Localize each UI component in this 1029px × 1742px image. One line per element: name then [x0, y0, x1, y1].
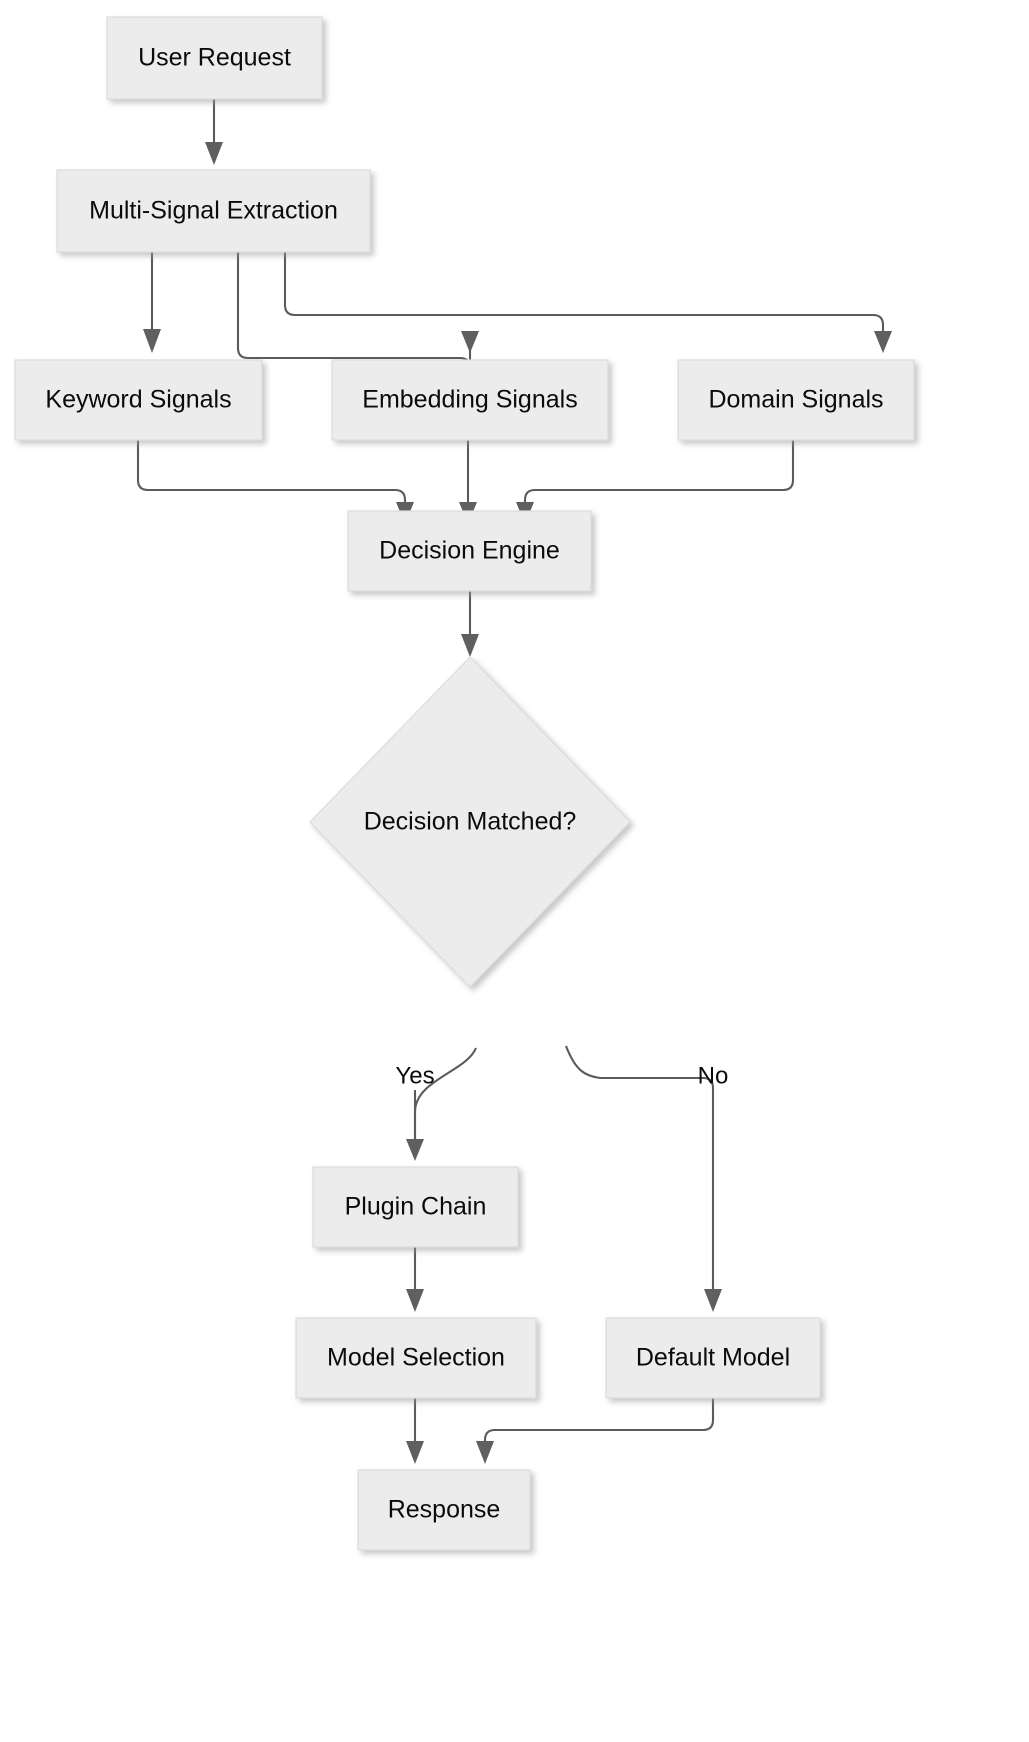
- node-response-shape[interactable]: [357, 1469, 531, 1551]
- node-embedding-signals-shape[interactable]: [331, 359, 609, 441]
- node-model-selection[interactable]: Model Selection: [295, 1317, 537, 1399]
- edge-plugin-chain-to-model-selection: [406, 1247, 424, 1312]
- node-plugin-chain-shape[interactable]: [312, 1166, 519, 1248]
- edge-multi-signal-extraction-to-domain-signals: [283, 252, 892, 353]
- node-keyword-signals[interactable]: Keyword Signals: [14, 359, 263, 441]
- node-embedding-signals[interactable]: Embedding Signals: [331, 359, 609, 441]
- node-user-request-label: User Request: [138, 44, 291, 72]
- node-user-request-shape[interactable]: [106, 16, 323, 100]
- node-multi-signal-extraction[interactable]: Multi-Signal Extraction: [56, 169, 371, 253]
- node-model-selection-label: Model Selection: [327, 1344, 505, 1372]
- node-decision-engine-shape[interactable]: [347, 510, 592, 592]
- node-decision-matched-shape[interactable]: [309, 656, 631, 988]
- edge-user-request-to-multi-signal-extraction: [205, 98, 223, 165]
- node-plugin-chain[interactable]: Plugin Chain: [312, 1166, 519, 1248]
- edge-label-layer: Yes No: [395, 1062, 728, 1089]
- edge-model-selection-to-response: [406, 1398, 424, 1464]
- edge-label-no: No: [698, 1062, 729, 1089]
- edge-decision-matched-to-default-model: [565, 1045, 722, 1312]
- edge-multi-signal-extraction-to-keyword-signals: [143, 252, 161, 353]
- node-decision-engine-label: Decision Engine: [379, 537, 560, 565]
- edge-decision-engine-to-decision-matched: [461, 591, 479, 657]
- node-decision-matched[interactable]: Decision Matched?: [309, 656, 631, 988]
- node-model-selection-shape[interactable]: [295, 1317, 537, 1399]
- node-decision-matched-label: Decision Matched?: [364, 808, 577, 836]
- node-user-request[interactable]: User Request: [106, 16, 323, 100]
- node-decision-engine[interactable]: Decision Engine: [347, 510, 592, 592]
- node-keyword-signals-label: Keyword Signals: [45, 386, 231, 414]
- edge-decision-matched-to-plugin-chain: [406, 1047, 477, 1161]
- node-domain-signals[interactable]: Domain Signals: [677, 359, 915, 441]
- edge-multi-signal-extraction-to-embedding-signals: [236, 252, 479, 370]
- node-domain-signals-shape[interactable]: [677, 359, 915, 441]
- edge-default-model-to-response: [476, 1398, 715, 1464]
- node-default-model-shape[interactable]: [605, 1317, 821, 1399]
- edge-label-yes: Yes: [395, 1062, 434, 1089]
- node-multi-signal-extraction-shape[interactable]: [56, 169, 371, 253]
- node-keyword-signals-shape[interactable]: [14, 359, 263, 441]
- node-default-model[interactable]: Default Model: [605, 1317, 821, 1399]
- node-multi-signal-extraction-label: Multi-Signal Extraction: [89, 197, 338, 225]
- node-response[interactable]: Response: [357, 1469, 531, 1551]
- node-embedding-signals-label: Embedding Signals: [362, 386, 577, 414]
- node-domain-signals-label: Domain Signals: [708, 386, 883, 414]
- node-plugin-chain-label: Plugin Chain: [345, 1193, 487, 1221]
- node-default-model-label: Default Model: [636, 1344, 790, 1372]
- node-layer: User Request Multi-Signal Extraction Key…: [14, 16, 915, 1551]
- node-response-label: Response: [388, 1496, 501, 1524]
